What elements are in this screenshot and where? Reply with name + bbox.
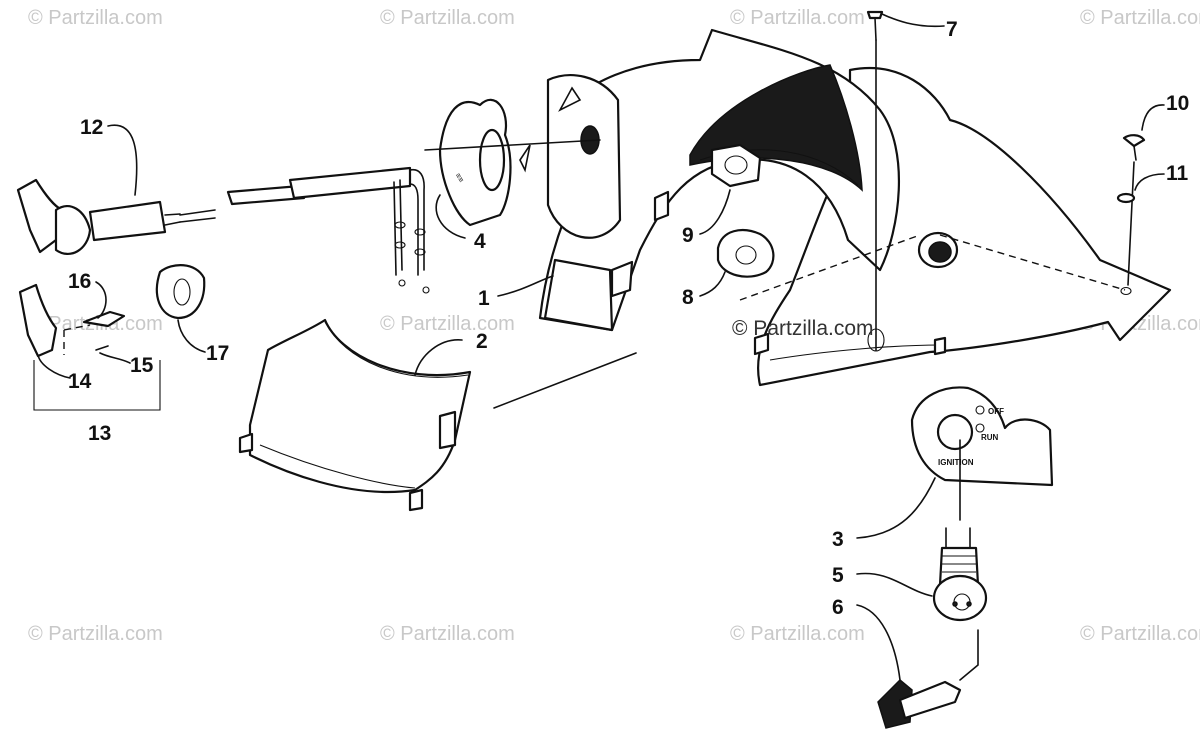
ignition-switch xyxy=(932,439,988,622)
callout-10: 10 xyxy=(1166,92,1189,115)
throttle-cable-assembly xyxy=(16,139,601,294)
watermark: © Partzilla.com xyxy=(1080,7,1200,29)
callout-15: 15 xyxy=(130,354,154,377)
lever-kit xyxy=(18,264,206,411)
watermark: © Partzilla.com xyxy=(730,623,865,645)
watermark: © Partzilla.com xyxy=(1080,623,1200,645)
callout-13: 13 xyxy=(88,422,111,445)
watermark-center: © Partzilla.com xyxy=(732,317,874,340)
callout-7: 7 xyxy=(946,18,958,41)
callout-12: 12 xyxy=(80,116,103,139)
decal-off-label: OFF xyxy=(988,407,1004,416)
callout-9: 9 xyxy=(682,224,694,247)
callout-6: 6 xyxy=(832,596,844,619)
ignition-key xyxy=(877,629,979,729)
callout-11: 11 xyxy=(1166,162,1189,185)
watermark: © Partzilla.com xyxy=(730,7,865,29)
callout-14: 14 xyxy=(68,370,92,393)
fasteners xyxy=(866,10,1146,351)
callout-3: 3 xyxy=(832,528,844,551)
decal-ignition-label: IGNITION xyxy=(938,458,974,467)
console-housing xyxy=(538,28,1172,387)
svg-text:≡≡: ≡≡ xyxy=(453,172,466,185)
watermark: © Partzilla.com xyxy=(28,623,163,645)
watermark: © Partzilla.com xyxy=(380,7,515,29)
leader-lines xyxy=(37,13,1165,681)
nut-and-washer xyxy=(710,143,775,278)
ignition-decal: OFF RUN IGNITION xyxy=(910,386,1054,487)
callout-16: 16 xyxy=(68,270,91,293)
throttle-decal: ≡≡ xyxy=(438,98,531,227)
callout-2: 2 xyxy=(476,330,488,353)
callout-17: 17 xyxy=(206,342,229,365)
decal-run-label: RUN xyxy=(981,433,999,442)
callout-labels: 1 2 3 4 5 6 7 8 9 10 11 12 13 14 15 16 1… xyxy=(68,18,1189,619)
watermark: © Partzilla.com xyxy=(380,623,515,645)
callout-4: 4 xyxy=(474,230,486,253)
callout-1: 1 xyxy=(478,287,490,310)
watermark: © Partzilla.com xyxy=(28,7,163,29)
callout-5: 5 xyxy=(832,564,844,587)
watermark-layer: © Partzilla.com © Partzilla.com © Partzi… xyxy=(28,7,1200,645)
watermark: © Partzilla.com xyxy=(380,313,515,335)
callout-8: 8 xyxy=(682,286,694,309)
lower-cover xyxy=(238,318,637,512)
